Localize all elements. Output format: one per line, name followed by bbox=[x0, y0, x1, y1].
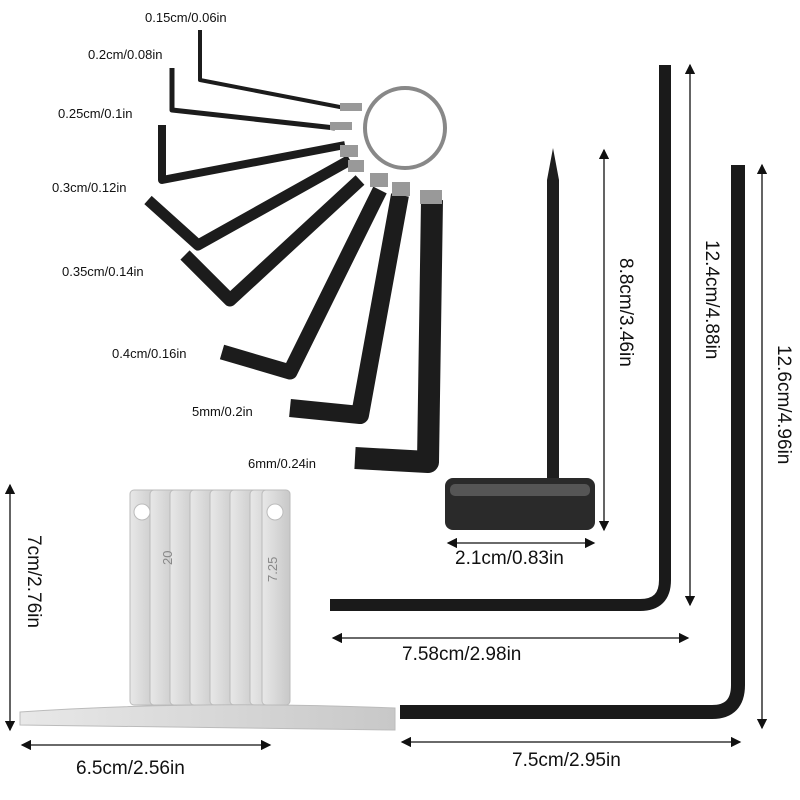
springs bbox=[330, 103, 442, 204]
size-label: 0.15cm/0.06in bbox=[145, 10, 227, 25]
long-l-key-1 bbox=[330, 65, 671, 611]
size-label: 0.25cm/0.1in bbox=[58, 106, 133, 121]
feeler-gauge bbox=[19, 489, 396, 731]
dimension-lines bbox=[4, 63, 768, 751]
key2-width-label: 7.5cm/2.95in bbox=[512, 750, 621, 771]
gauge-width-label: 6.5cm/2.56in bbox=[76, 758, 185, 779]
long-l-key-2 bbox=[400, 165, 745, 719]
t-wrench-width-label: 2.1cm/0.83in bbox=[455, 548, 564, 569]
t-wrench-height-label: 8.8cm/3.46in bbox=[615, 258, 636, 367]
size-label: 0.4cm/0.16in bbox=[112, 346, 187, 361]
gauge-height-label: 7cm/2.76in bbox=[23, 535, 44, 628]
size-label: 0.35cm/0.14in bbox=[62, 264, 144, 279]
key1-width-label: 7.58cm/2.98in bbox=[402, 644, 522, 665]
key-ring bbox=[363, 86, 447, 170]
key2-height-label: 12.6cm/4.96in bbox=[773, 345, 794, 465]
size-label: 5mm/0.2in bbox=[192, 404, 253, 419]
key1-height-label: 12.4cm/4.88in bbox=[701, 240, 722, 360]
t-wrench bbox=[445, 148, 595, 530]
size-label: 0.3cm/0.12in bbox=[52, 180, 127, 195]
hex-key-set bbox=[144, 30, 443, 473]
size-label: 6mm/0.24in bbox=[248, 456, 316, 471]
blade-mark: 20 bbox=[160, 550, 175, 565]
size-label: 0.2cm/0.08in bbox=[88, 47, 163, 62]
blade-mark: 7.25 bbox=[265, 556, 280, 582]
